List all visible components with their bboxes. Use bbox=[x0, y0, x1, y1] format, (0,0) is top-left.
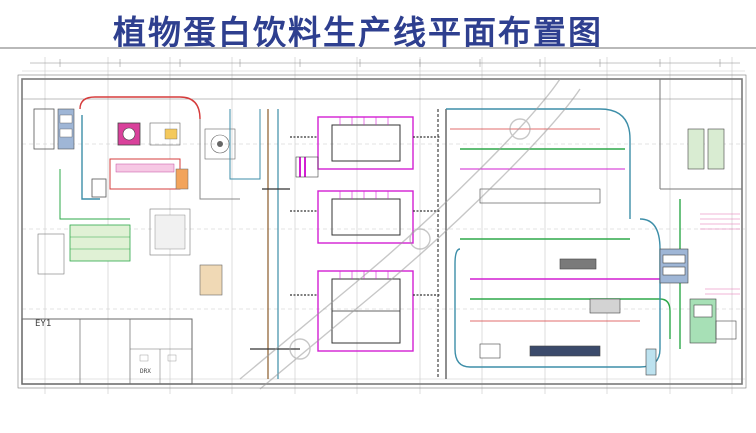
floor-plan-drawing: EY1 DRX bbox=[17, 57, 747, 394]
office-block bbox=[21, 318, 193, 385]
title-divider bbox=[0, 47, 756, 49]
zone-label-ey1: EY1 bbox=[35, 319, 51, 329]
watermark bbox=[239, 78, 581, 390]
conveyor-verticals bbox=[250, 109, 447, 379]
right-equipment bbox=[479, 128, 737, 376]
central-frames bbox=[290, 116, 440, 352]
office-label: DRX bbox=[140, 368, 151, 375]
page-title: 植物蛋白饮料生产线平面布置图 bbox=[113, 13, 603, 52]
building-walls bbox=[17, 74, 747, 389]
right-conveyors bbox=[446, 108, 681, 368]
dimension-ticks bbox=[30, 59, 740, 67]
pink-guide-lines bbox=[700, 213, 740, 295]
column-grid bbox=[22, 57, 745, 394]
left-process-area bbox=[33, 96, 261, 296]
central-frame-teeth bbox=[339, 117, 389, 279]
